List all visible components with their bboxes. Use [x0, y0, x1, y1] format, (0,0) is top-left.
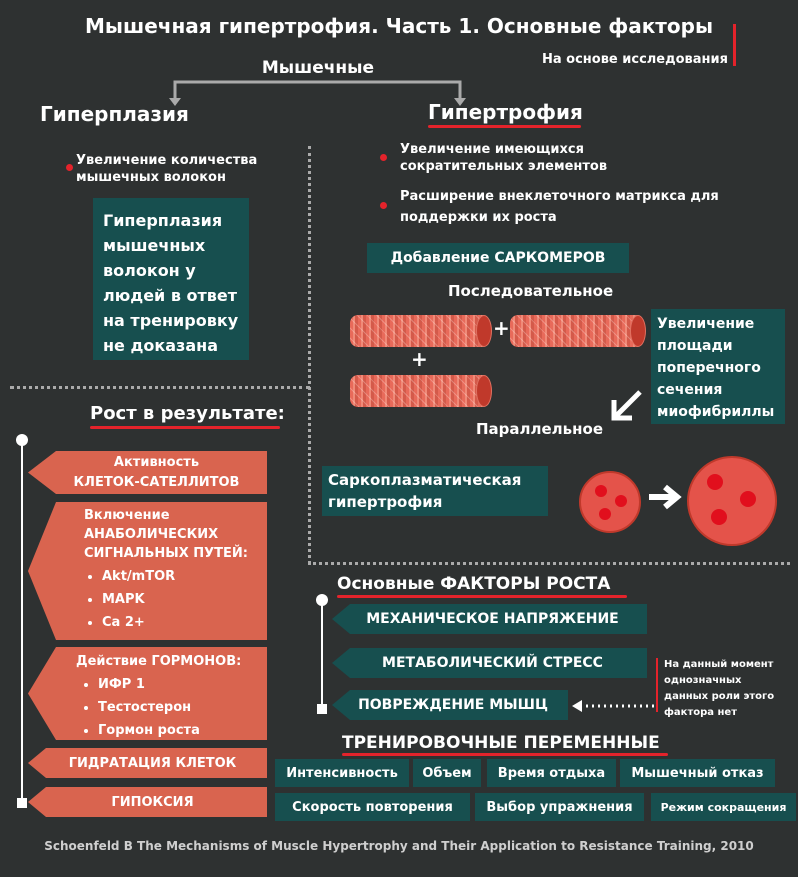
- timeline-end-square: [17, 798, 27, 808]
- cell-small-icon: [579, 471, 641, 533]
- bullet-dot: [66, 164, 73, 171]
- muscle-fiber-icon: [510, 315, 646, 347]
- citation: Schoenfeld B The Mechanisms of Muscle Hy…: [44, 839, 754, 853]
- training-var-intensity: Интенсивность: [275, 759, 409, 787]
- bullet-dot: [380, 202, 387, 209]
- factor-mechanical-tension: МЕХАНИЧЕСКОЕ НАПРЯЖЕНИЕ: [332, 604, 647, 634]
- hormones-title: Действие ГОРМОНОВ:: [76, 654, 242, 669]
- anabolic-item: Ca 2+: [102, 611, 267, 634]
- timeline-start-dot: [16, 434, 28, 446]
- satellite-cells-box: Активность КЛЕТОК-САТЕЛЛИТОВ: [28, 451, 267, 494]
- branch-connector: [169, 80, 466, 106]
- hormone-item: Гормон роста: [98, 719, 267, 740]
- hormone-item: Тестостерон: [98, 696, 267, 719]
- factors-bracket: [656, 658, 658, 712]
- hyperplasia-heading: Гиперплазия: [40, 102, 189, 126]
- parallel-label: Параллельное: [476, 420, 603, 438]
- hypoxia-box: ГИПОКСИЯ: [28, 787, 267, 817]
- factor-metabolic-stress: МЕТАБОЛИЧЕСКИЙ СТРЕСС: [332, 648, 647, 678]
- divider-vertical: [308, 146, 311, 564]
- hypertrophy-underline: [428, 125, 581, 128]
- serial-label: Последовательное: [448, 282, 614, 300]
- anabolic-item: Akt/mTOR: [102, 565, 267, 588]
- bullet-dot: [380, 154, 387, 161]
- hyperplasia-box: Гиперплазия мышечных волокон у людей в о…: [93, 198, 249, 360]
- satellite-line-2: КЛЕТОК-САТЕЛЛИТОВ: [73, 475, 240, 490]
- training-underline: [342, 753, 668, 756]
- arrow-down-left-icon: [611, 390, 642, 421]
- sarcoplasmic-box: Саркоплазматическая гипертрофия: [322, 466, 548, 516]
- branch-label: Мышечные: [261, 58, 375, 78]
- title-accent-bar: [733, 24, 736, 66]
- hydration-box: ГИДРАТАЦИЯ КЛЕТОК: [28, 748, 267, 778]
- factors-underline: [337, 595, 627, 598]
- anabolic-pathways-box: Включение АНАБОЛИЧЕСКИХ СИГНАЛЬНЫХ ПУТЕЙ…: [28, 502, 267, 640]
- plus-sign: +: [493, 316, 510, 340]
- training-var-exercise-choice: Выбор упражнения: [475, 793, 644, 821]
- cross-section-box: Увеличение площади поперечного сечения м…: [651, 309, 785, 424]
- training-var-failure: Мышечный отказ: [620, 759, 775, 787]
- divider-left-horizontal: [10, 386, 310, 389]
- muscle-fiber-icon: [350, 315, 492, 347]
- page-title: Мышечная гипертрофия. Часть 1. Основные …: [84, 14, 714, 38]
- factors-timeline-end-square: [317, 704, 327, 714]
- arrow-right-icon: [649, 484, 682, 510]
- plus-sign: +: [411, 347, 428, 371]
- factors-timeline-line: [321, 600, 323, 708]
- factor-muscle-damage: ПОВРЕЖДЕНИЕ МЫШЦ: [332, 690, 568, 720]
- training-var-volume: Объем: [413, 759, 481, 787]
- factors-note: На данный момент однозначных данных роли…: [664, 659, 775, 718]
- hormone-item: ИФР 1: [98, 673, 267, 696]
- source-note: На основе исследования: [541, 52, 728, 67]
- muscle-fiber-icon: [350, 375, 492, 407]
- hyperplasia-bullet: Увеличение количества мышечных волокон: [76, 153, 258, 185]
- divider-right-horizontal: [308, 562, 790, 565]
- satellite-line-1: Активность: [113, 455, 200, 470]
- cell-large-icon: [687, 456, 777, 546]
- training-heading: ТРЕНИРОВОЧНЫЕ ПЕРЕМЕННЫЕ: [342, 733, 660, 753]
- factors-heading: Основные ФАКТОРЫ РОСТА: [337, 574, 611, 594]
- training-var-rest: Время отдыха: [487, 759, 616, 787]
- sarcomeres-box: Добавление САРКОМЕРОВ: [367, 243, 629, 273]
- anabolic-title: Включение АНАБОЛИЧЕСКИХ СИГНАЛЬНЫХ ПУТЕЙ…: [84, 508, 248, 561]
- timeline-line: [21, 440, 23, 804]
- growth-underline: [90, 426, 280, 429]
- hypertrophy-bullet-2: Расширение внеклеточного матрикса для по…: [400, 189, 719, 225]
- anabolic-item: MAPK: [102, 588, 267, 611]
- growth-heading: Рост в результате:: [90, 403, 285, 424]
- training-var-tempo: Скорость повторения: [275, 793, 470, 821]
- hypertrophy-heading: Гипертрофия: [428, 100, 583, 124]
- factors-timeline-start-dot: [316, 594, 328, 606]
- hormones-box: Действие ГОРМОНОВ: ИФР 1 Тестостерон Гор…: [28, 647, 267, 740]
- dotted-arrow-left-icon: [572, 700, 654, 712]
- hypertrophy-bullet-1: Увеличение имеющихся сократительных элем…: [400, 142, 608, 174]
- training-var-contraction-mode: Режим сокращения: [651, 793, 796, 821]
